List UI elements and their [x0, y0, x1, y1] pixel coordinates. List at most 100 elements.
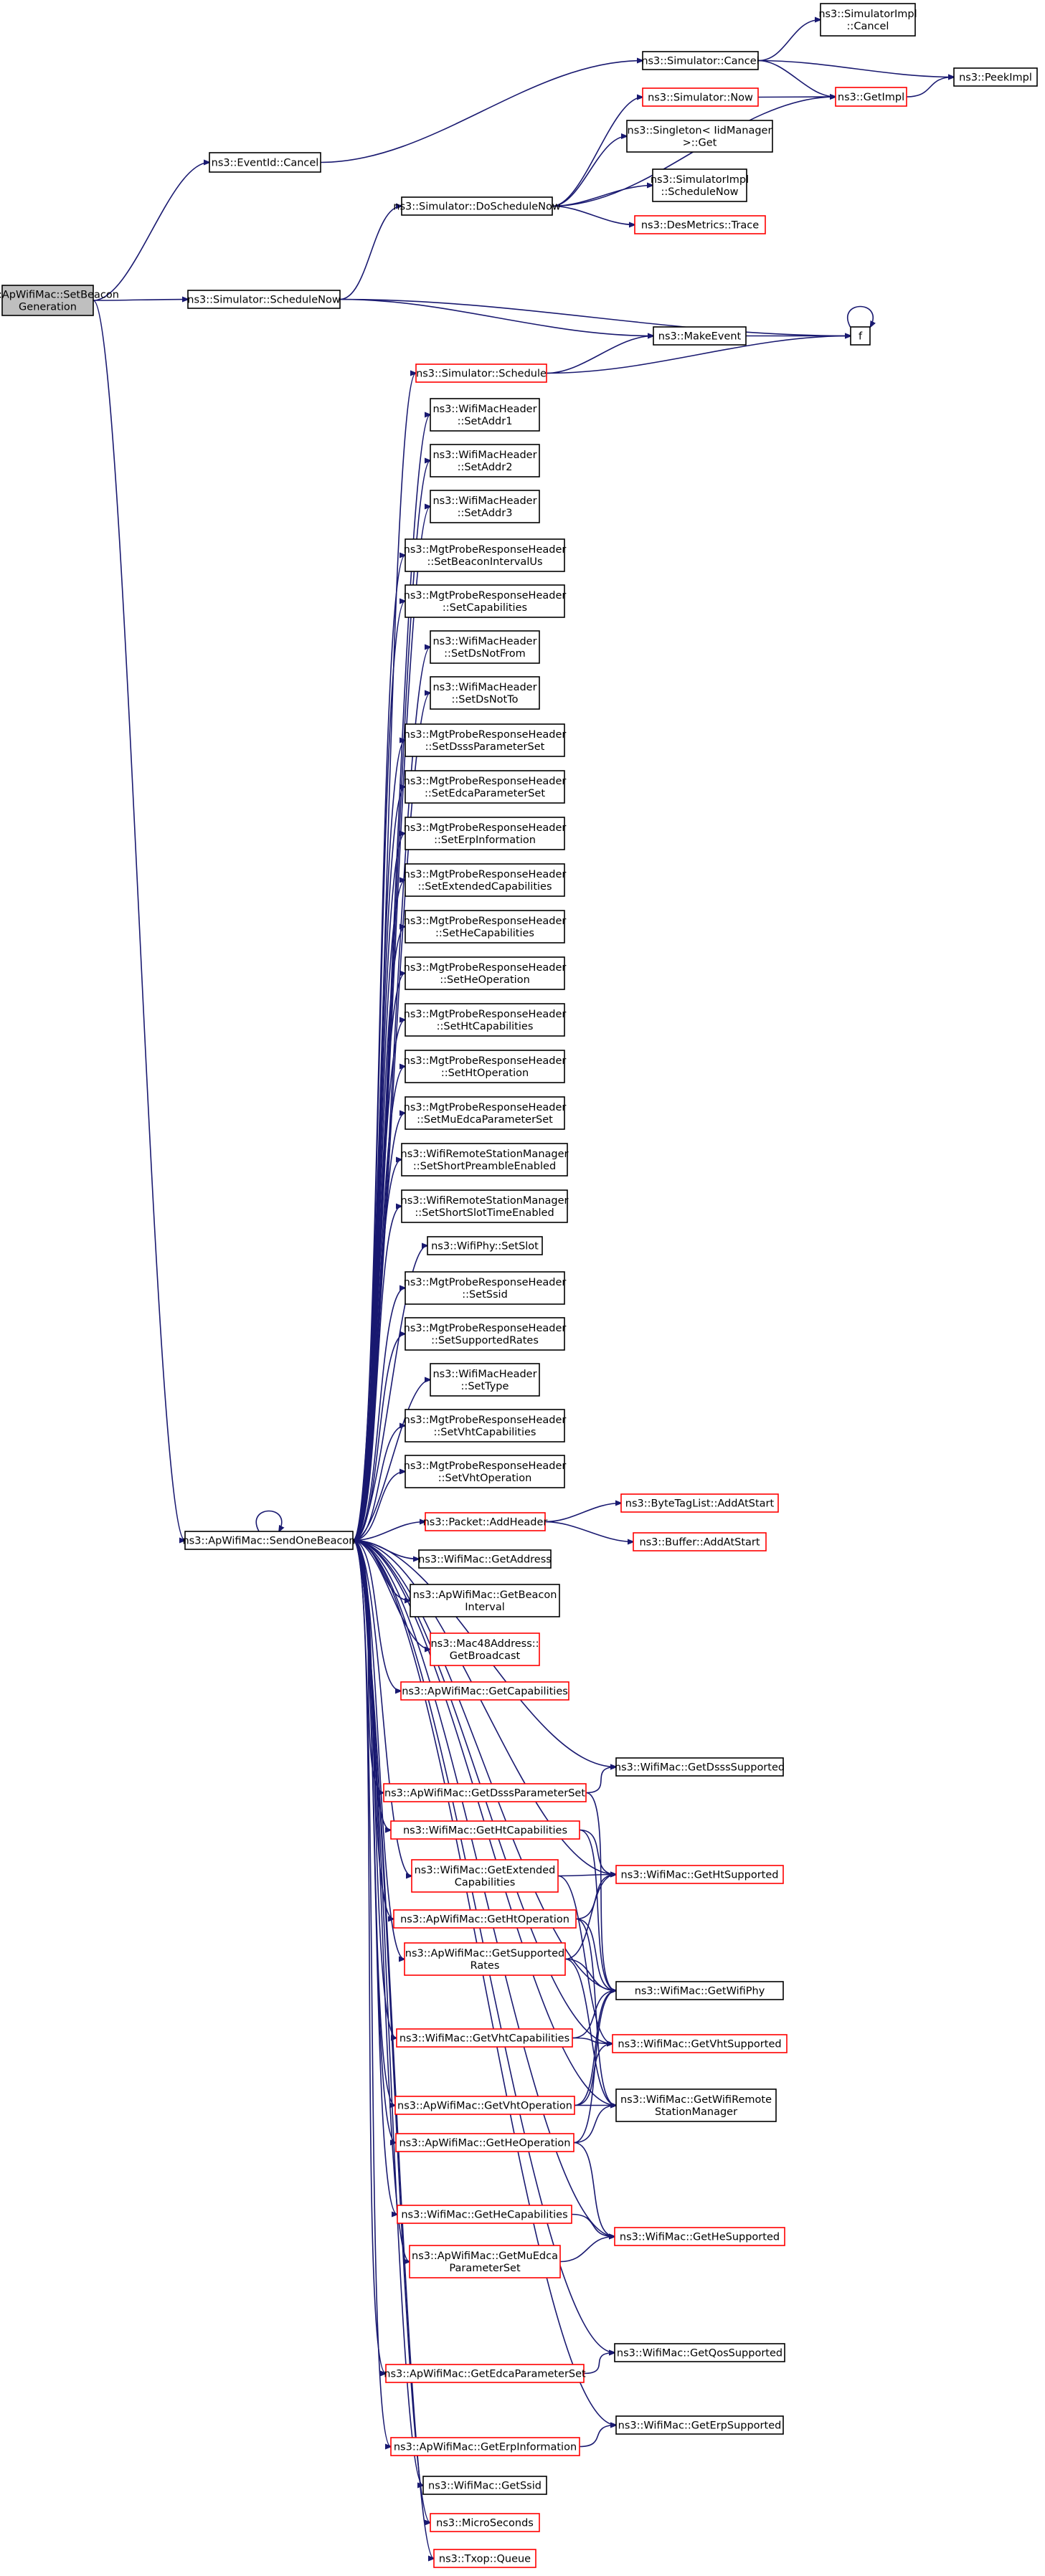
node-sethtcap[interactable]: ns3::MgtProbeResponseHeader::SetHtCapabi…: [404, 1003, 567, 1037]
node-box[interactable]: [430, 2513, 540, 2532]
node-box[interactable]: [405, 1455, 565, 1488]
node-box[interactable]: [409, 2245, 561, 2278]
node-doschedulenow[interactable]: ns3::Simulator::DoScheduleNow: [393, 196, 561, 216]
node-geterpinfo[interactable]: ns3::ApWifiMac::GetErpInformation: [390, 2437, 580, 2456]
node-box[interactable]: [430, 1363, 540, 1397]
node-box[interactable]: [427, 1236, 543, 1255]
node-box[interactable]: [425, 1512, 546, 1531]
node-getdssssupported[interactable]: ns3::WifiMac::GetDsssSupported: [615, 1757, 785, 1777]
node-box[interactable]: [652, 168, 747, 202]
node-box[interactable]: [405, 817, 565, 850]
node-box[interactable]: [405, 1050, 565, 1083]
node-box[interactable]: [612, 2034, 788, 2053]
node-sethecap[interactable]: ns3::MgtProbeResponseHeader::SetHeCapabi…: [404, 910, 567, 944]
node-box[interactable]: [620, 1493, 779, 1513]
node-getbroadcast[interactable]: ns3::Mac48Address::GetBroadcast: [430, 1632, 540, 1666]
node-geterpsupported[interactable]: ns3::WifiMac::GetErpSupported: [615, 2415, 784, 2435]
node-box[interactable]: [209, 152, 321, 173]
node-box[interactable]: [383, 1783, 587, 1802]
node-box[interactable]: [634, 215, 766, 234]
node-box[interactable]: [405, 1003, 565, 1037]
node-box[interactable]: [835, 87, 907, 107]
node-box[interactable]: [614, 2343, 785, 2362]
node-box[interactable]: [405, 956, 565, 990]
node-box[interactable]: [614, 2227, 785, 2246]
node-box[interactable]: [615, 1865, 784, 1884]
node-box[interactable]: [405, 1409, 565, 1443]
node-box[interactable]: [405, 770, 565, 804]
node-box[interactable]: [405, 910, 565, 944]
node-box[interactable]: [390, 1820, 580, 1840]
node-setsupportedrates[interactable]: ns3::MgtProbeResponseHeader::SetSupporte…: [404, 1317, 567, 1351]
node-box[interactable]: [615, 2415, 784, 2435]
node-getedcaparam[interactable]: ns3::ApWifiMac::GetEdcaParameterSet: [384, 2364, 586, 2383]
node-box[interactable]: [615, 1757, 784, 1777]
node-bufferadd[interactable]: ns3::Buffer::AddAtStart: [633, 1532, 767, 1551]
node-getssid[interactable]: ns3::WifiMac::GetSsid: [422, 2476, 547, 2495]
node-box[interactable]: [405, 1271, 565, 1305]
node-txopqueue[interactable]: ns3::Txop::Queue: [433, 2549, 536, 2568]
node-sethtop[interactable]: ns3::MgtProbeResponseHeader::SetHtOperat…: [404, 1050, 567, 1083]
node-gethtcap[interactable]: ns3::WifiMac::GetHtCapabilities: [390, 1820, 580, 1840]
node-box[interactable]: [405, 1317, 565, 1351]
node-box[interactable]: [390, 2437, 580, 2456]
node-desmetrics[interactable]: ns3::DesMetrics::Trace: [634, 215, 766, 234]
node-setaddr2[interactable]: ns3::WifiMacHeader::SetAddr2: [430, 444, 540, 477]
node-getheop[interactable]: ns3::ApWifiMac::GetHeOperation: [395, 2133, 574, 2152]
node-getwifiphy[interactable]: ns3::WifiMac::GetWifiPhy: [615, 1981, 784, 2000]
node-setvhtop[interactable]: ns3::MgtProbeResponseHeader::SetVhtOpera…: [404, 1455, 567, 1488]
node-simimplschedulenow[interactable]: ns3::SimulatorImpl::ScheduleNow: [651, 168, 749, 202]
node-seterp[interactable]: ns3::MgtProbeResponseHeader::SetErpInfor…: [404, 817, 567, 850]
node-box[interactable]: [633, 1532, 767, 1551]
node-box[interactable]: [642, 51, 759, 70]
node-box[interactable]: [411, 1859, 559, 1893]
node-getimpl[interactable]: ns3::GetImpl: [835, 87, 907, 107]
node-box[interactable]: [642, 87, 759, 107]
node-box[interactable]: [430, 490, 540, 523]
node-box[interactable]: [1, 285, 94, 316]
node-setcapabilities[interactable]: ns3::MgtProbeResponseHeader::SetCapabili…: [404, 584, 567, 618]
node-setdsss[interactable]: ns3::MgtProbeResponseHeader::SetDsssPara…: [404, 723, 567, 757]
node-getaddress[interactable]: ns3::WifiMac::GetAddress: [418, 1549, 552, 1569]
node-setaddr1[interactable]: ns3::WifiMacHeader::SetAddr1: [430, 398, 540, 432]
node-addheader[interactable]: ns3::Packet::AddHeader: [423, 1512, 548, 1531]
node-setdsnotto[interactable]: ns3::WifiMacHeader::SetDsNotTo: [430, 676, 540, 710]
node-box[interactable]: [953, 67, 1038, 87]
node-box[interactable]: [422, 2476, 547, 2495]
node-settype[interactable]: ns3::WifiMacHeader::SetType: [430, 1363, 540, 1397]
node-box[interactable]: [401, 196, 553, 216]
node-setssid[interactable]: ns3::MgtProbeResponseHeader::SetSsid: [404, 1271, 567, 1305]
node-simcancel[interactable]: ns3::Simulator::Cancel: [641, 51, 760, 70]
node-box[interactable]: [430, 630, 540, 664]
node-gethecap[interactable]: ns3::WifiMac::GetHeCapabilities: [397, 2205, 572, 2224]
node-getcapabilities[interactable]: ns3::ApWifiMac::GetCapabilities: [400, 1681, 569, 1701]
node-setdsnotfrom[interactable]: ns3::WifiMacHeader::SetDsNotFrom: [430, 630, 540, 664]
node-box[interactable]: [433, 2549, 536, 2568]
node-box[interactable]: [393, 1909, 577, 1929]
node-box[interactable]: [405, 584, 565, 618]
node-setvhtcap[interactable]: ns3::MgtProbeResponseHeader::SetVhtCapab…: [404, 1409, 567, 1443]
node-getqossupported[interactable]: ns3::WifiMac::GetQosSupported: [614, 2343, 785, 2362]
node-peekimpl[interactable]: ns3::PeekImpl: [953, 67, 1038, 87]
node-box[interactable]: [410, 1584, 560, 1617]
node-getvhtop[interactable]: ns3::ApWifiMac::GetVhtOperation: [394, 2096, 575, 2115]
node-setedca[interactable]: ns3::MgtProbeResponseHeader::SetEdcaPara…: [404, 770, 567, 804]
node-setextcap[interactable]: ns3::MgtProbeResponseHeader::SetExtended…: [404, 863, 567, 897]
node-box[interactable]: [615, 1981, 784, 2000]
node-box[interactable]: [430, 444, 540, 477]
node-setshortslot[interactable]: ns3::WifiRemoteStationManager::SetShortS…: [401, 1189, 569, 1223]
node-microseconds[interactable]: ns3::MicroSeconds: [430, 2513, 540, 2532]
node-box[interactable]: [385, 2364, 585, 2383]
node-box[interactable]: [850, 326, 871, 346]
node-singleton[interactable]: ns3::Singleton< IidManager>::Get: [626, 120, 773, 153]
node-gethtsupported[interactable]: ns3::WifiMac::GetHtSupported: [615, 1865, 784, 1884]
node-eventcancel[interactable]: ns3::EventId::Cancel: [209, 152, 321, 173]
node-setaddr3[interactable]: ns3::WifiMacHeader::SetAddr3: [430, 490, 540, 523]
node-box[interactable]: [396, 2028, 573, 2048]
node-getremotestation[interactable]: ns3::WifiMac::GetWifiRemoteStationManage…: [615, 2088, 777, 2122]
node-box[interactable]: [626, 120, 773, 153]
node-simimplcancel[interactable]: ns3::SimulatorImpl::Cancel: [818, 3, 917, 37]
node-gethtop[interactable]: ns3::ApWifiMac::GetHtOperation: [393, 1909, 577, 1929]
